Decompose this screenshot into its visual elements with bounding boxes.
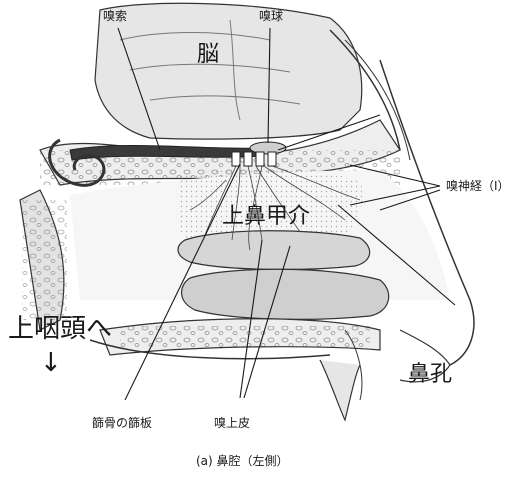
brain-tissue [95, 3, 362, 139]
label-olfactory-bulb: 嗅球 [259, 10, 283, 22]
hard-palate [90, 319, 380, 359]
label-cribriform-plate: 篩骨の篩板 [92, 417, 152, 429]
label-olfactory-tract: 嗅索 [103, 10, 127, 22]
superior-concha-shape [178, 231, 370, 270]
label-to-nasopharynx: 上咽頭へ [8, 316, 112, 342]
figure-caption: (a) 鼻腔（左側） [196, 455, 289, 467]
label-brain: 脳 [197, 44, 219, 66]
label-superior-concha: 上鼻甲介 [222, 206, 310, 228]
label-nostril: 鼻孔 [408, 364, 452, 386]
label-olfactory-nerve: 嗅神経（Ⅰ） [446, 180, 510, 192]
inferior-concha-shape [182, 269, 389, 319]
label-olfactory-epithelium: 嗅上皮 [214, 417, 250, 429]
arrow-down-icon: ↓ [40, 350, 62, 376]
